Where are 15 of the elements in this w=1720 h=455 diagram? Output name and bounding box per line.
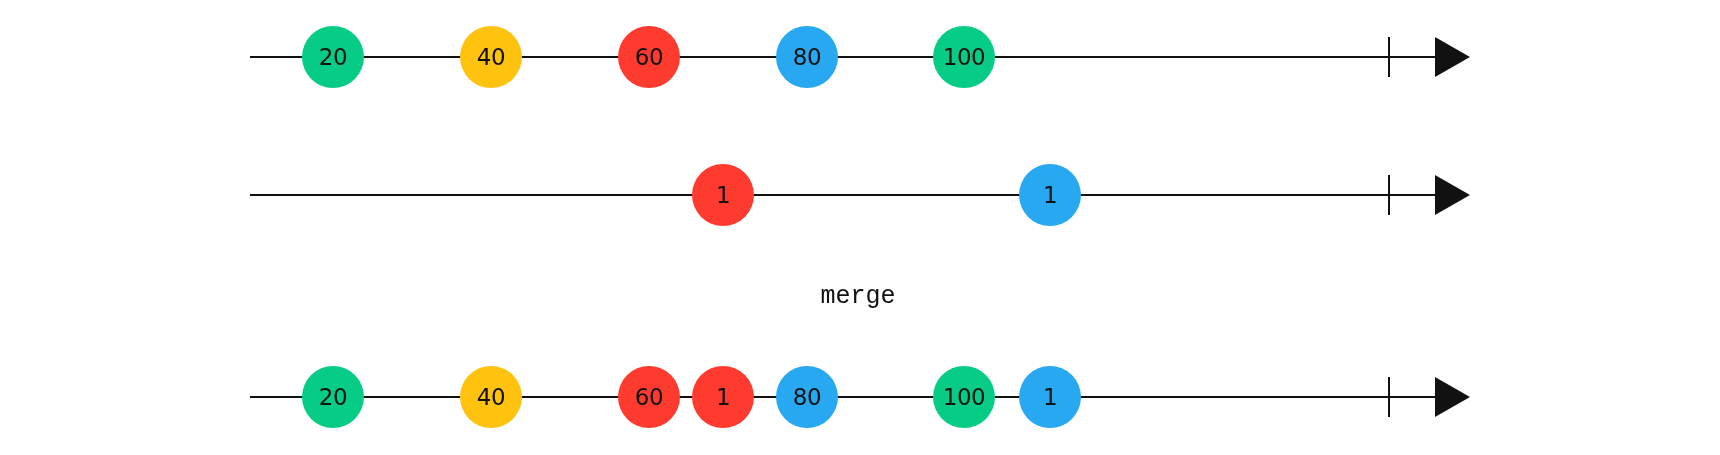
marble-value: 1 [1042,384,1058,410]
marble-value: 60 [634,44,664,70]
marble-value: 40 [476,384,506,410]
marble-value: 20 [318,44,348,70]
marble-value: 80 [792,44,822,70]
marble-value: 100 [942,384,986,410]
marble-value: 80 [792,384,822,410]
marble-value: 60 [634,384,664,410]
marble-value: 20 [318,384,348,410]
marble-value: 1 [715,384,731,410]
operator-label: merge [820,281,896,311]
marble-value: 1 [715,182,731,208]
marble-value: 100 [942,44,986,70]
marble-value: 40 [476,44,506,70]
marble-value: 1 [1042,182,1058,208]
